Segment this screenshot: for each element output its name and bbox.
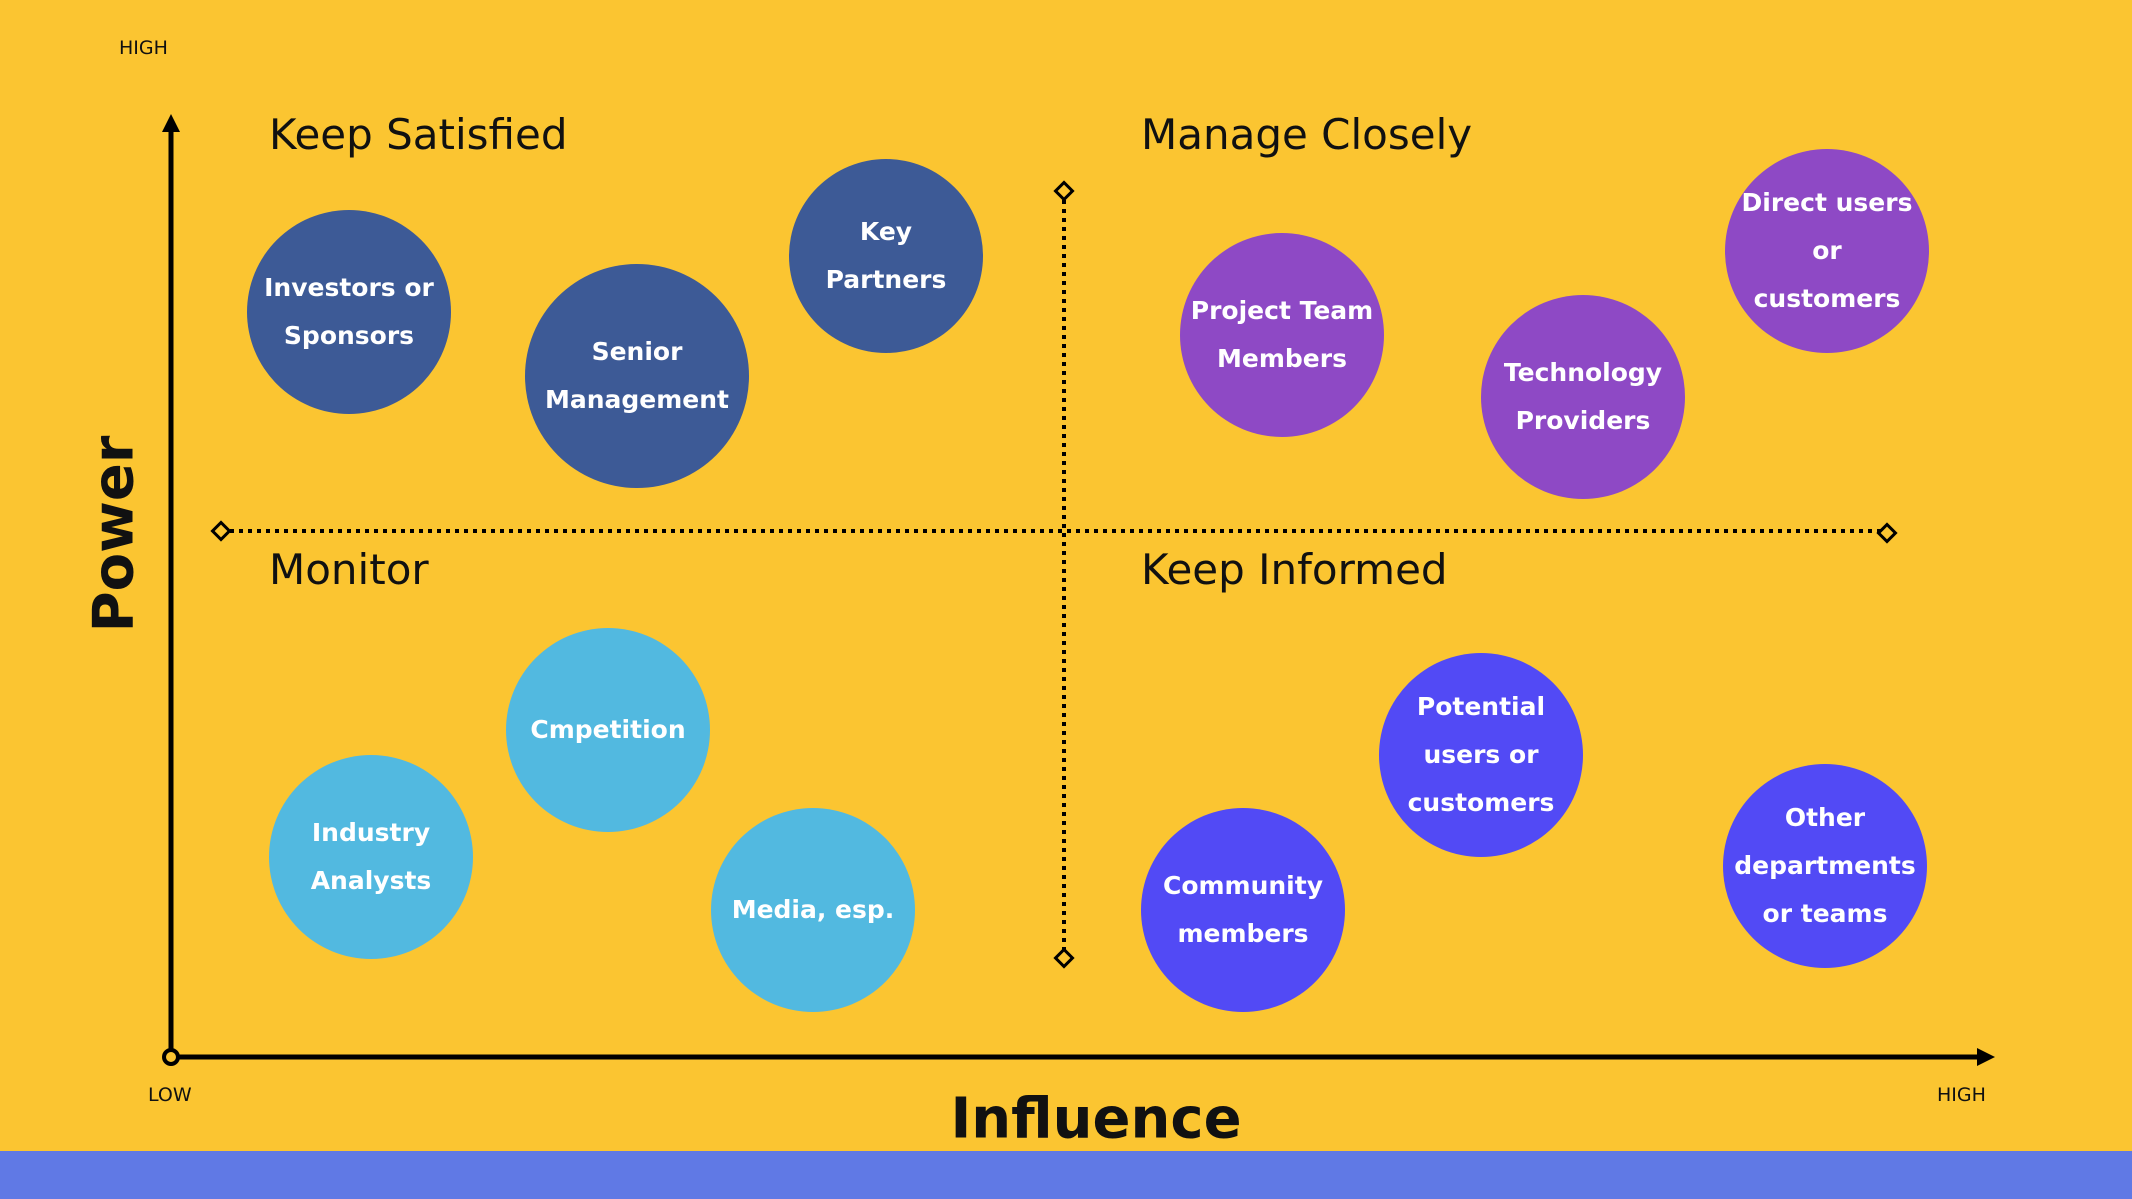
x-axis-title: Influence [950,1086,1242,1152]
bubble-media: Media, esp. [711,808,915,1012]
bubble-direct-users: Direct users or customers [1725,149,1929,353]
bubble-technology-providers: Technology Providers [1481,295,1685,499]
bubble-competition: Cmpetition [506,628,710,832]
quadrant-title-keep-informed: Keep Informed [1141,545,1448,594]
horizontal-divider-right-diamond [1876,522,1898,544]
quadrant-title-monitor: Monitor [269,545,429,594]
y-axis-arrowhead [162,114,180,132]
bubble-community-members: Community members [1141,808,1345,1012]
vertical-divider-bottom-diamond [1053,947,1075,969]
origin-marker [162,1048,180,1066]
y-axis-title: Power [81,435,147,633]
x-axis-arrowhead [1977,1048,1995,1066]
horizontal-divider-left-diamond [210,520,232,542]
bubble-key-partners: Key Partners [789,159,983,353]
origin-low-label: LOW [148,1084,192,1106]
bubble-potential-users: Potential users or customers [1379,653,1583,857]
quadrant-title-keep-satisfied: Keep Satisfied [269,110,568,159]
bubble-senior-management: Senior Management [525,264,749,488]
bubble-industry-analysts: Industry Analysts [269,755,473,959]
bottom-band [0,1151,2132,1199]
quadrant-title-manage-closely: Manage Closely [1141,110,1473,159]
y-axis-high-label: HIGH [119,37,168,59]
bubble-investors: Investors or Sponsors [247,210,451,414]
bubble-project-team: Project Team Members [1180,233,1384,437]
vertical-divider-top-diamond [1053,180,1075,202]
x-axis-high-label: HIGH [1937,1084,1986,1106]
bubble-other-departments: Other departments or teams [1723,764,1927,968]
